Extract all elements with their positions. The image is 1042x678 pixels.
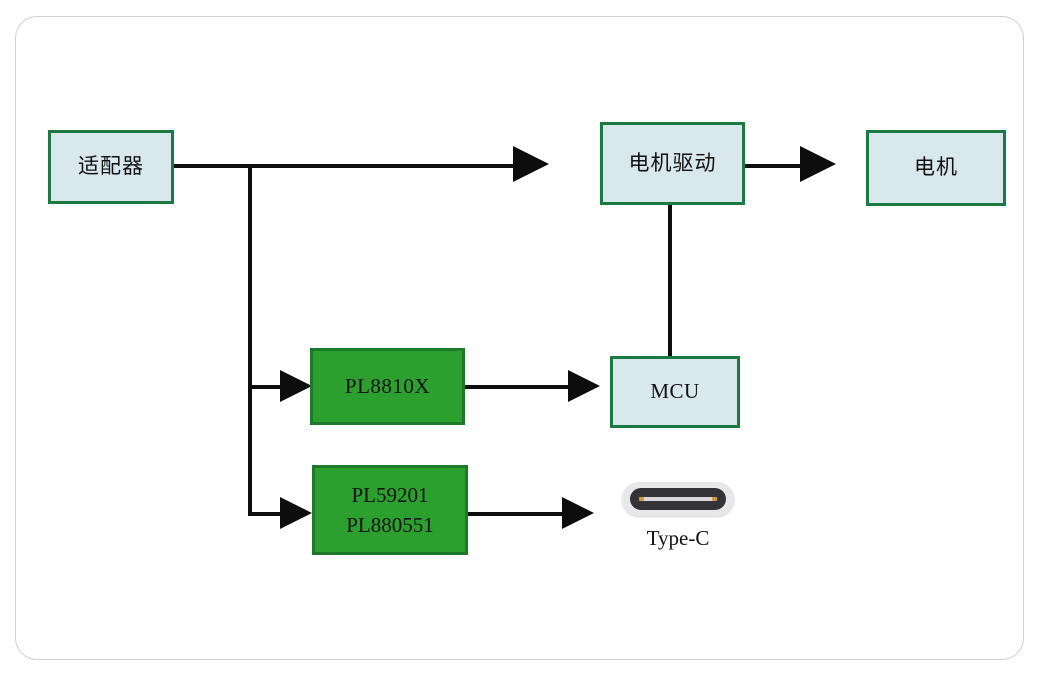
node-motor-driver-label: 电机驱动 bbox=[628, 150, 717, 175]
node-pl59201-label-line2: PL880551 bbox=[346, 513, 434, 537]
type-c-connector-icon[interactable] bbox=[622, 482, 734, 516]
node-adapter-label: 适配器 bbox=[78, 154, 144, 179]
diagram-frame bbox=[15, 16, 1024, 660]
link-bus-to-pl8810x bbox=[248, 385, 298, 389]
type-c-contact-bar bbox=[639, 497, 717, 501]
link-bus-to-pl59201 bbox=[248, 512, 300, 516]
arrowhead-motor-driver bbox=[513, 146, 549, 182]
node-mcu[interactable]: MCU bbox=[610, 356, 740, 428]
arrowhead-mcu bbox=[568, 370, 600, 402]
type-c-label: Type-C bbox=[646, 526, 710, 550]
node-motor-label: 电机 bbox=[914, 155, 958, 180]
link-pl59201-to-typec bbox=[468, 512, 568, 516]
node-pl8810x-label: PL8810X bbox=[344, 373, 431, 398]
arrowhead-motor bbox=[800, 146, 836, 182]
node-adapter[interactable]: 适配器 bbox=[48, 130, 174, 204]
node-motor-driver[interactable]: 电机驱动 bbox=[600, 122, 745, 205]
arrowhead-pl59201 bbox=[280, 497, 312, 529]
link-motor-driver-to-mcu bbox=[668, 203, 672, 358]
node-pl59201[interactable]: PL59201 PL880551 bbox=[312, 465, 468, 555]
type-c-body bbox=[630, 488, 726, 510]
node-pl59201-label-line1: PL59201 bbox=[351, 482, 429, 507]
link-motor-driver-to-motor bbox=[745, 164, 820, 168]
node-motor[interactable]: 电机 bbox=[866, 130, 1006, 206]
arrowhead-typec bbox=[562, 497, 594, 529]
link-pl8810x-to-mcu bbox=[465, 385, 575, 389]
arrowhead-pl8810x bbox=[280, 370, 312, 402]
node-pl8810x[interactable]: PL8810X bbox=[310, 348, 465, 425]
node-mcu-label: MCU bbox=[650, 379, 700, 404]
link-adapter-to-motor-driver bbox=[173, 164, 513, 168]
power-bus-vertical bbox=[248, 164, 252, 516]
